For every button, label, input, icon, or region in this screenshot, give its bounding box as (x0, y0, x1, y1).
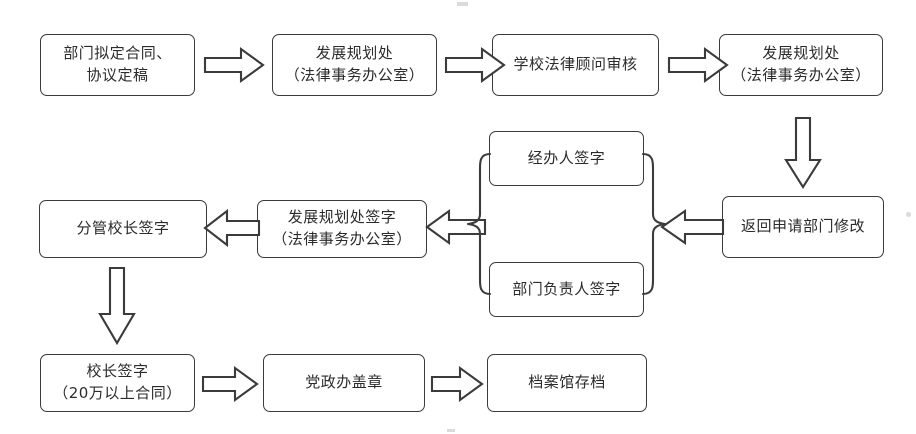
node-label: 发展规划处 （法律事务办公室） (284, 44, 425, 84)
node-label: 部门拟定合同、 协议定稿 (63, 44, 172, 84)
node-legal-counsel-review[interactable]: 学校法律顾问审核 (492, 34, 659, 96)
arrow-right-icon (430, 365, 484, 403)
arrow-down-icon (784, 116, 822, 190)
node-label: 党政办盖章 (305, 373, 383, 392)
node-handler-signature[interactable]: 经办人签字 (489, 131, 644, 186)
node-label: 经办人签字 (527, 148, 606, 167)
scan-artifact-top (457, 2, 468, 6)
node-label: 返回申请部门修改 (740, 217, 865, 236)
node-label: 发展规划处签字 （法律事务办公室） (272, 208, 412, 248)
arrow-right-icon (201, 365, 259, 403)
scan-artifact-bottom (447, 429, 455, 432)
node-label: 学校法律顾问审核 (513, 55, 638, 74)
node-label: 档案馆存档 (528, 373, 606, 392)
arrow-left-icon (203, 208, 261, 248)
node-archive-storage[interactable]: 档案馆存档 (487, 354, 647, 412)
node-department-draft[interactable]: 部门拟定合同、 协议定稿 (40, 34, 195, 96)
scan-artifact-right (906, 212, 911, 217)
arrow-left-icon (425, 208, 487, 246)
node-label: 发展规划处 （法律事务办公室） (731, 44, 871, 84)
node-label: 分管校长签字 (76, 219, 170, 238)
node-department-head-signature[interactable]: 部门负责人签字 (489, 262, 644, 317)
arrow-left-icon (659, 208, 725, 246)
node-president-signature[interactable]: 校长签字 （20万以上合同） (40, 354, 195, 412)
arrow-right-icon (203, 46, 265, 84)
node-development-planning-office-2[interactable]: 发展规划处 （法律事务办公室） (719, 34, 883, 96)
node-development-planning-office-1[interactable]: 发展规划处 （法律事务办公室） (272, 34, 437, 96)
node-party-office-seal[interactable]: 党政办盖章 (263, 354, 425, 412)
arrow-down-icon (98, 266, 136, 346)
node-planning-office-signature[interactable]: 发展规划处签字 （法律事务办公室） (257, 200, 427, 258)
node-vice-president-signature[interactable]: 分管校长签字 (39, 200, 207, 258)
node-return-to-department[interactable]: 返回申请部门修改 (722, 196, 884, 258)
brace-right-group (641, 152, 667, 296)
node-label: 校长签字 （20万以上合同） (53, 362, 182, 402)
node-label: 部门负责人签字 (512, 279, 621, 298)
